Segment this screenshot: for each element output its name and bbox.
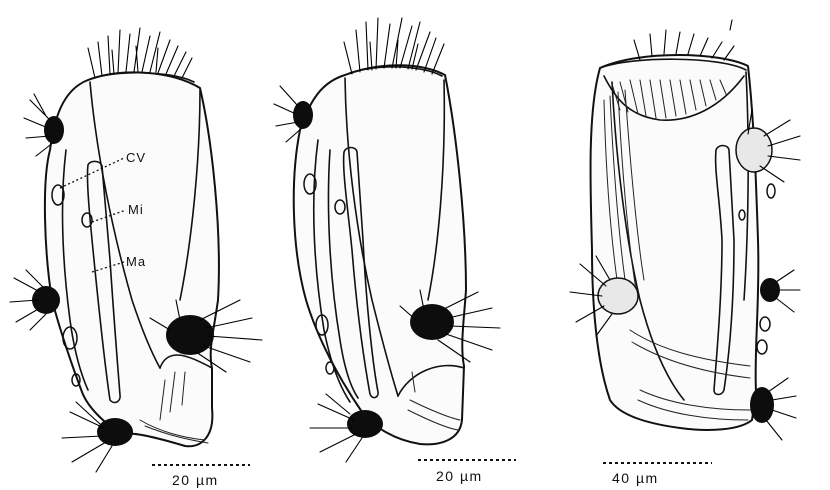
cell-3-tuft-middle	[598, 278, 638, 314]
scale-bar-3-label: 40 µm	[612, 470, 659, 486]
cell-3-tuft-lower	[750, 387, 774, 423]
scale-bar-1: 20 µm	[152, 465, 250, 488]
cell-1-tuft-lower	[97, 418, 133, 446]
scale-bar-3: 40 µm	[603, 463, 712, 486]
cell-1-tuft-ventral	[166, 315, 214, 355]
cell-1-oral-cilia	[88, 28, 192, 78]
scale-bar-2: 20 µm	[418, 460, 516, 484]
scale-bar-2-label: 20 µm	[436, 468, 483, 484]
cell-drawing-3: 40 µm	[570, 20, 800, 486]
cell-2-tuft-upper	[293, 101, 313, 129]
cell-1-tuft-upper	[44, 116, 64, 144]
cell-drawing-2: 20 µm	[274, 18, 516, 484]
cell-2-vacuole-b	[326, 362, 334, 374]
cell-3-vacuole-b	[757, 340, 767, 354]
cell-3-contractile-vacuole	[767, 184, 775, 198]
cell-2-body-outline	[294, 65, 466, 444]
cell-3-vacuole-a	[760, 317, 770, 331]
label-cv: CV	[126, 150, 146, 165]
cell-2-tuft-lower	[347, 410, 383, 438]
cell-3-oral-cilia	[634, 20, 734, 60]
label-mi: Mi	[128, 202, 144, 217]
scale-bar-1-label: 20 µm	[172, 472, 219, 488]
cell-drawing-1: CV Mi Ma 20 µm	[10, 28, 262, 488]
label-ma: Ma	[126, 254, 146, 269]
